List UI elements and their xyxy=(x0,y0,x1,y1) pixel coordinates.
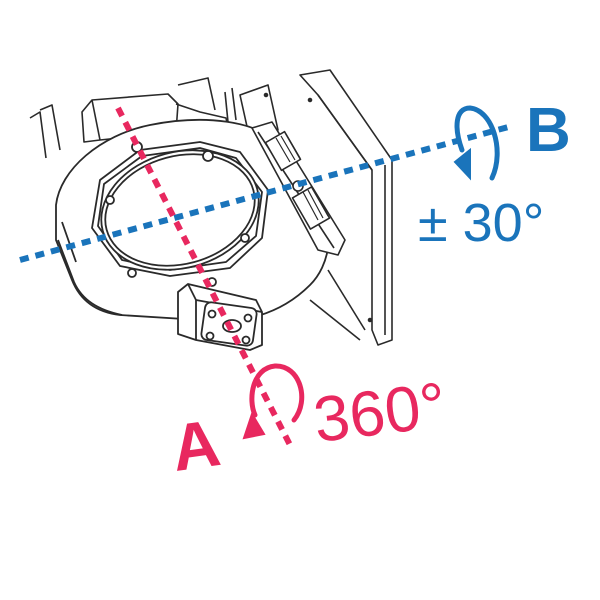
connector-panel xyxy=(251,121,346,256)
axis-b-label: B xyxy=(526,96,571,165)
machine-frame xyxy=(29,69,393,346)
axis-b-rotation-arrow-icon xyxy=(453,105,500,181)
front-mounting-block xyxy=(177,283,263,351)
axis-a-label: A xyxy=(167,405,225,485)
axis-a-range-label: 360° xyxy=(309,368,450,456)
axis-b-range-label: ± 30° xyxy=(418,193,545,253)
axis-a-rotation-arrow-icon xyxy=(242,363,305,440)
axis-b-line xyxy=(19,123,513,263)
rotary-ring xyxy=(55,119,330,323)
